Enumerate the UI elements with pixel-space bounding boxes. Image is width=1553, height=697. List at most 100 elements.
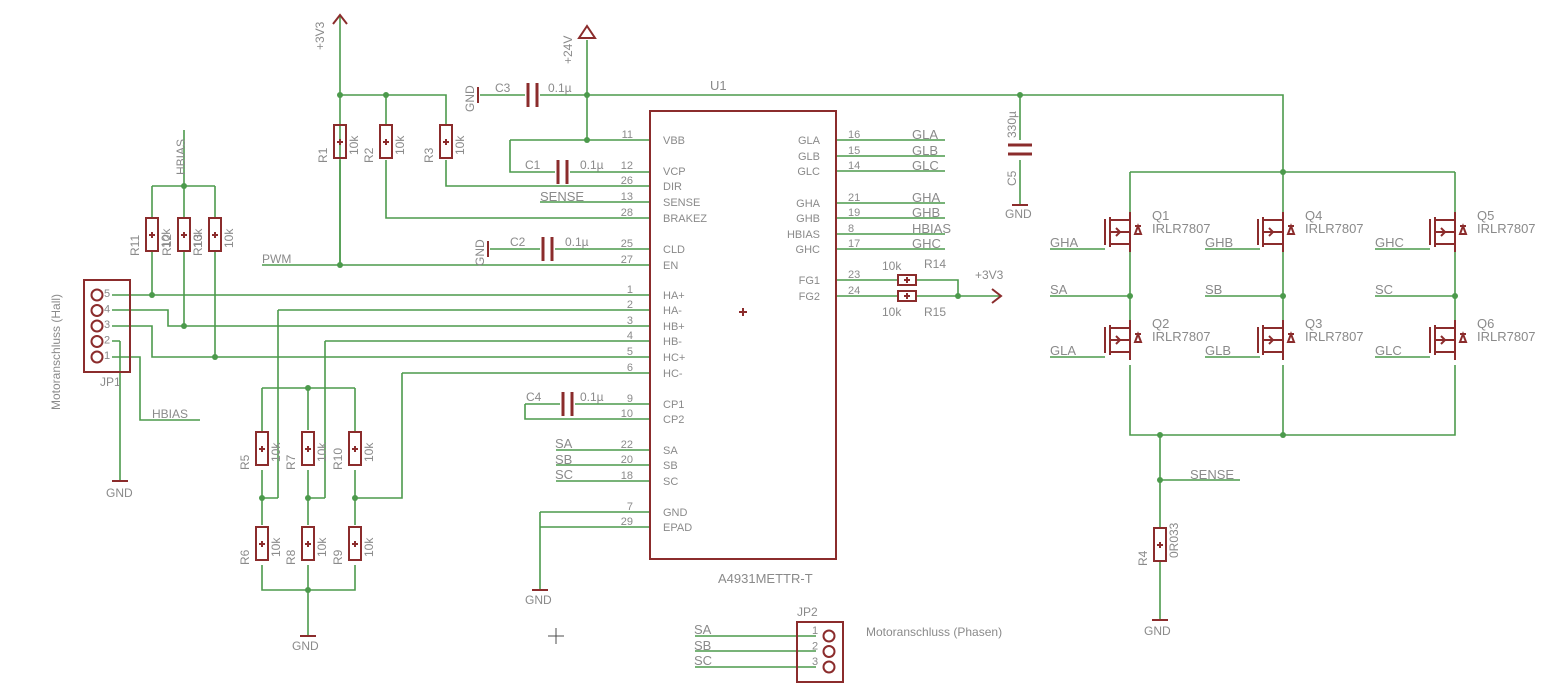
ic-pin-name: VBB [663, 135, 685, 147]
resistor-value: 10k [159, 228, 173, 248]
resistor-value: 10k [453, 135, 467, 155]
ic-pin-number: 10 [621, 408, 633, 420]
origin-cross [548, 628, 564, 644]
ic-output-net-label: GLA [912, 127, 938, 142]
net-sa-ic: SA [555, 436, 573, 451]
junction-dots [149, 92, 1458, 593]
net-glc-bridge: GLC [1375, 343, 1402, 358]
ic-pin-name: CP1 [663, 399, 684, 411]
resistor-value: 10k [269, 537, 283, 557]
ic-pin-number: 15 [848, 145, 860, 157]
svg-text:+24V: +24V [561, 36, 575, 64]
ic-pin-name: BRAKEZ [663, 213, 707, 225]
svg-text:JP2: JP2 [797, 605, 818, 619]
mosfet-value: IRLR7807 [1477, 329, 1536, 344]
ic-pin-name: HB+ [663, 321, 685, 333]
net-sa-jp2: SA [694, 622, 712, 637]
gnd-label-divider: GND [292, 639, 319, 653]
mosfet-value: IRLR7807 [1152, 221, 1211, 236]
resistor-r7: R7 10k [284, 431, 329, 470]
gnd-label-c5: GND [1005, 207, 1032, 221]
net-hbias-top: HBIAS [174, 139, 188, 175]
jp2-pin [822, 645, 836, 658]
ic-pin-name: HA- [663, 305, 682, 317]
capacitor-c4: C4 0.1µ [526, 390, 604, 416]
svg-text:Motoranschluss (Phasen): Motoranschluss (Phasen) [866, 625, 1002, 639]
svg-text:C5: C5 [1005, 170, 1019, 186]
resistor-name: R7 [284, 454, 298, 470]
jp2-pin-number: 2 [812, 641, 818, 653]
mosfet-value: IRLR7807 [1152, 329, 1211, 344]
ic-output-net-label: HBIAS [912, 221, 951, 236]
supply-3v3-right: +3V3 [975, 268, 1004, 304]
net-sb-ic: SB [555, 452, 572, 467]
net-gha-bridge: GHA [1050, 235, 1079, 250]
gnd-symbols: GND GND GND GND GND GND GND [106, 85, 1171, 653]
ic-output-net-label: GLB [912, 143, 938, 158]
wires [112, 15, 1456, 668]
capacitor-c3: C3 0.1µ [495, 81, 572, 107]
resistor-r13: R13 10k [191, 217, 236, 256]
ic-pin-number: 11 [622, 129, 633, 141]
mosfet-value: IRLR7807 [1477, 221, 1536, 236]
mosfet-value: IRLR7807 [1305, 329, 1364, 344]
mosfet-value: IRLR7807 [1305, 221, 1364, 236]
gnd-label-jp1: GND [106, 486, 133, 500]
capacitor-c2: C2 0.1µ [510, 235, 589, 261]
ic-output-net-label: GLC [912, 158, 939, 173]
ic-pin-number: 9 [627, 393, 633, 405]
jp1-pin-number: 5 [104, 288, 110, 300]
svg-text:C1: C1 [525, 158, 541, 172]
resistor-name: R13 [191, 234, 205, 256]
mosfet-name: Q2 [1152, 316, 1169, 331]
ic-output-net-label: GHB [912, 205, 940, 220]
resistor-name: R11 [128, 235, 142, 256]
resistor-name: R6 [238, 549, 252, 565]
net-pwm: PWM [262, 252, 291, 266]
ic-pin-number: 21 [848, 192, 860, 204]
ic-pin-number: 25 [621, 238, 633, 250]
resistor-value: 10k [315, 537, 329, 557]
resistor-value: 10k [362, 537, 376, 557]
ic-pin-number: 8 [848, 223, 854, 235]
ic-pin-number: 1 [627, 284, 633, 296]
svg-text:C3: C3 [495, 81, 511, 95]
mosfet-name: Q4 [1305, 208, 1322, 223]
supply-3v3-top: +3V3 [313, 13, 348, 50]
ic-pin-number: 5 [627, 346, 633, 358]
ic-pin-number: 26 [621, 175, 633, 187]
ic-pin-number: 16 [848, 129, 860, 141]
resistor-name: R15 [924, 305, 946, 319]
ic-pin-number: 24 [848, 285, 860, 297]
gnd-label-c2: GND [473, 239, 487, 266]
resistor-value: 10k [315, 442, 329, 462]
ic-pin-number: 22 [621, 439, 633, 451]
resistor-value: 0R033 [1167, 522, 1181, 558]
gnd-label-c3: GND [463, 85, 477, 112]
resistor-value: 10k [222, 228, 236, 248]
capacitor-c1: C1 0.1µ [525, 158, 604, 184]
svg-text:C2: C2 [510, 235, 526, 249]
ic-pin-number: 4 [627, 330, 633, 342]
ic-value: A4931METTR-T [718, 571, 813, 586]
ic-pin-name: HC+ [663, 352, 685, 364]
ic-pin-name: GHC [796, 244, 821, 256]
resistor-value: 10k [347, 135, 361, 155]
mosfets: Q1IRLR7807Q4IRLR7807Q5IRLR7807Q2IRLR7807… [1104, 208, 1536, 360]
svg-text:Motoranschluss (Hall): Motoranschluss (Hall) [49, 294, 63, 410]
resistor-name: R14 [924, 257, 946, 271]
net-sb-bridge: SB [1205, 282, 1222, 297]
net-sb-jp2: SB [694, 638, 711, 653]
ic-pin-name: GLA [798, 135, 821, 147]
svg-text:+3V3: +3V3 [313, 21, 327, 50]
